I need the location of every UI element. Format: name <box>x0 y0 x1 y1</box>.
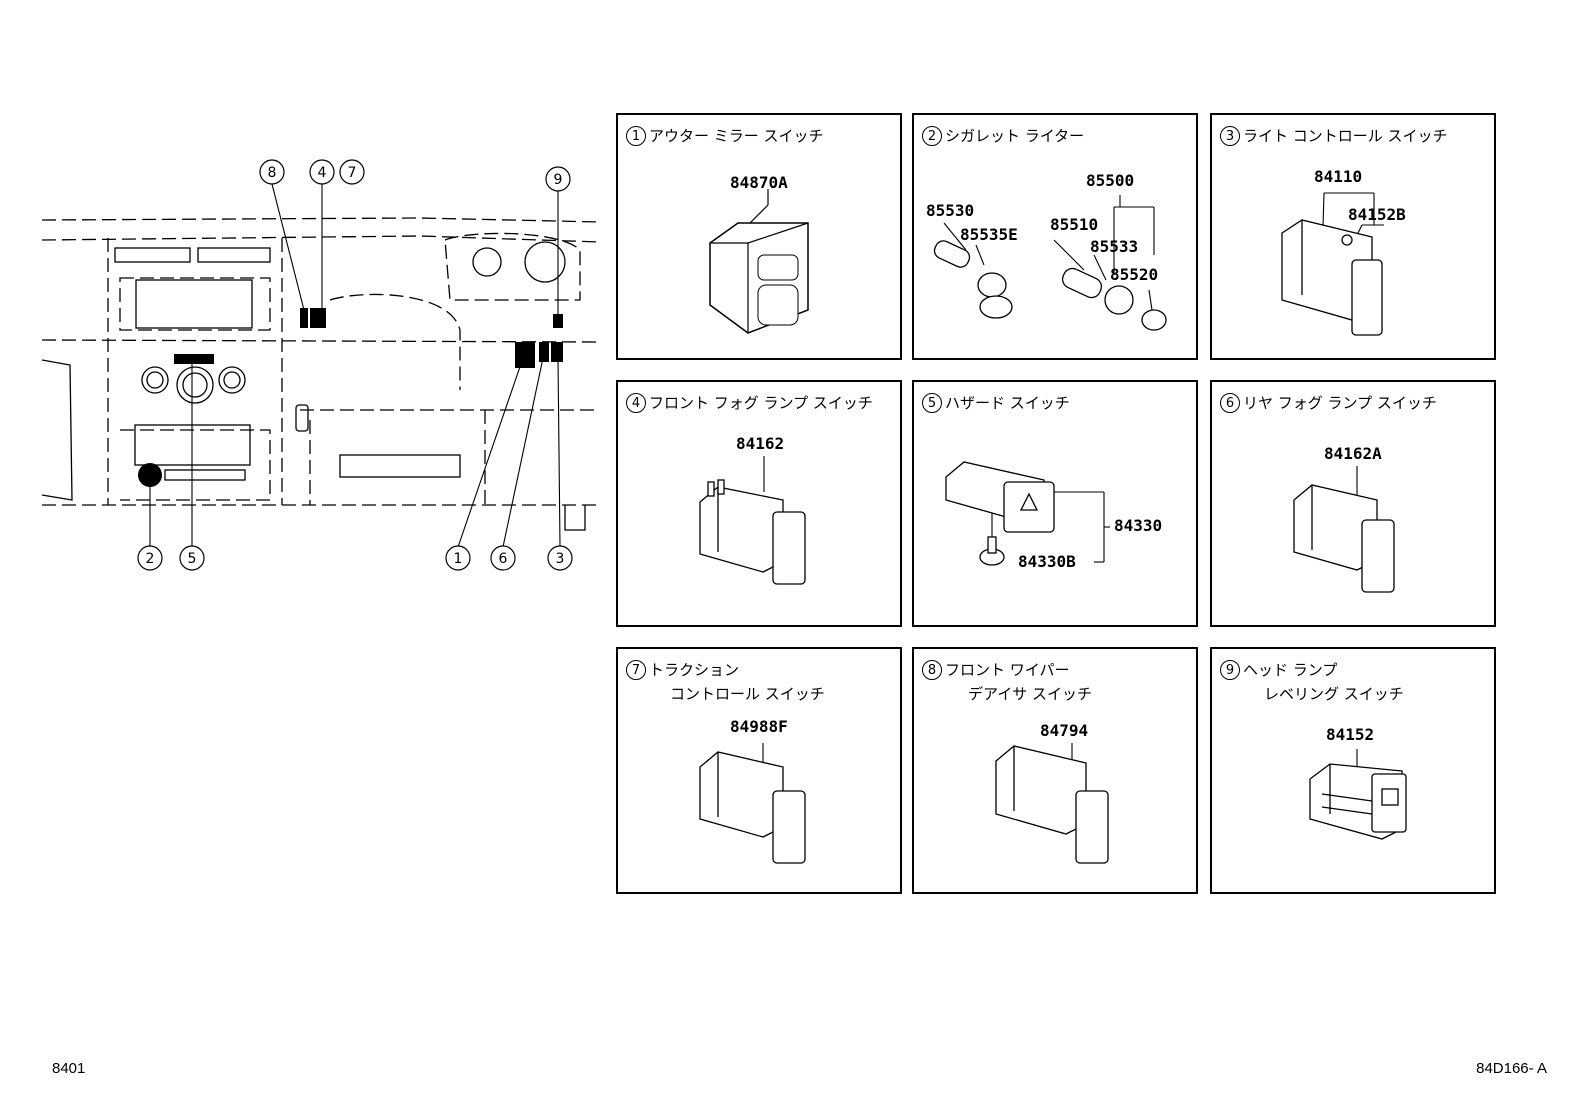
traction-control-switch-drawing <box>699 743 806 864</box>
panel-title: リヤ フォグ ランプ スイッチ <box>1243 394 1437 412</box>
front-fog-lamp-switch-drawing <box>699 456 806 585</box>
panel-number: 8 <box>922 660 942 680</box>
panel-number: 6 <box>1220 393 1240 413</box>
part-number: 85535E <box>960 225 1018 244</box>
panel-title-line2: レベリング スイッチ <box>1264 685 1404 703</box>
panel-number: 1 <box>626 126 646 146</box>
rear-fog-lamp-switch-drawing <box>1293 466 1395 593</box>
panel-title-line2: コントロール スイッチ <box>670 685 825 703</box>
callout-6: 6 <box>499 551 508 567</box>
part-number: 85520 <box>1110 265 1159 284</box>
part-number: 84162A <box>1324 444 1382 463</box>
light-control-switch-drawing <box>1281 192 1384 336</box>
part-number: 84794 <box>1040 721 1089 740</box>
part-number: 84870A <box>730 173 788 192</box>
panel-title: フロント ワイパー <box>945 661 1070 679</box>
cigarette-lighter-drawing <box>933 195 1167 331</box>
front-wiper-deicer-switch-drawing <box>995 743 1109 864</box>
panel-number: 3 <box>1220 126 1240 146</box>
part-number: 84988F <box>730 717 788 736</box>
part-number: 85533 <box>1090 237 1139 256</box>
callout-5: 5 <box>188 551 197 567</box>
callout-9: 9 <box>554 172 563 188</box>
panel-title-line2: デアイサ スイッチ <box>968 685 1093 703</box>
callout-1: 1 <box>454 551 463 567</box>
callout-3: 3 <box>556 551 565 567</box>
panel-title: トラクション <box>649 661 740 679</box>
panel-number: 5 <box>922 393 942 413</box>
dashboard-overview-drawing: 8 4 7 9 2 5 1 6 3 <box>41 159 601 571</box>
headlamp-leveling-switch-drawing <box>1309 749 1407 840</box>
panel-title: ハザード スイッチ <box>945 394 1070 412</box>
panel-title: ヘッド ランプ <box>1243 661 1338 679</box>
part-number: 84152B <box>1348 205 1406 224</box>
part-number: 84162 <box>736 434 785 453</box>
part-number: 84330 <box>1114 516 1163 535</box>
part-number: 85510 <box>1050 215 1099 234</box>
part-number: 84330B <box>1018 552 1076 571</box>
page-code: 8401 <box>52 1060 86 1077</box>
panel-title: アウター ミラー スイッチ <box>649 127 824 145</box>
part-number: 84152 <box>1326 725 1375 744</box>
part-number: 85530 <box>926 201 975 220</box>
part-number: 84110 <box>1314 167 1363 186</box>
callout-2: 2 <box>146 551 155 567</box>
part-number-main: 85500 <box>1086 171 1135 190</box>
callout-4: 4 <box>318 165 327 181</box>
callout-8: 8 <box>268 165 277 181</box>
callout-7: 7 <box>348 165 357 181</box>
outer-mirror-switch-drawing <box>709 189 809 334</box>
panel-number: 4 <box>626 393 646 413</box>
diagram-id: 84D166- A <box>1476 1060 1547 1077</box>
panel-title: フロント フォグ ランプ スイッチ <box>649 394 873 412</box>
panel-title: ライト コントロール スイッチ <box>1243 127 1448 145</box>
panel-number: 7 <box>626 660 646 680</box>
hazard-switch-drawing <box>945 461 1110 566</box>
panel-title: シガレット ライター <box>945 127 1085 145</box>
panel-number: 2 <box>922 126 942 146</box>
panel-number: 9 <box>1220 660 1240 680</box>
